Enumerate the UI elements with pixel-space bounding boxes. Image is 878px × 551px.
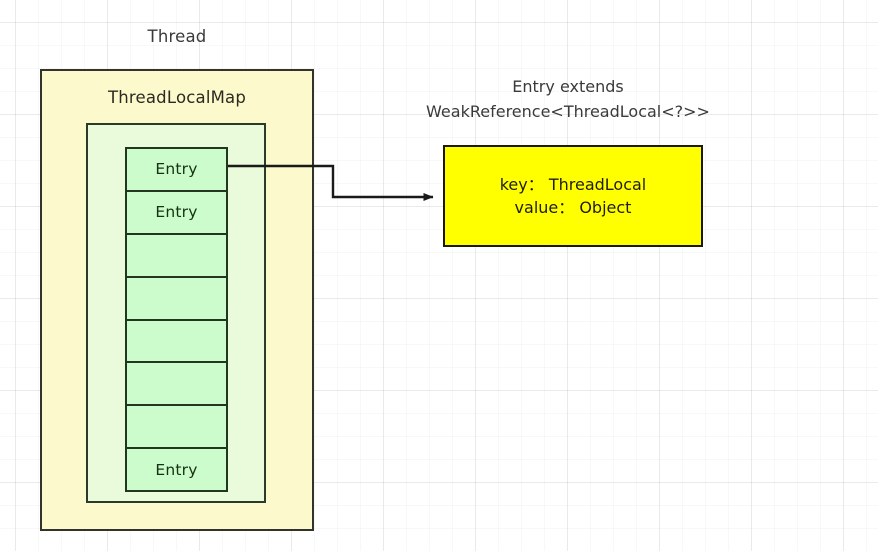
entry-cell-stack: Entry Entry Entry	[125, 147, 228, 492]
entry-detail-box[interactable]: key： ThreadLocal value： Object	[443, 145, 703, 247]
entry-value-line: value： Object	[514, 198, 632, 217]
entry-key-line: key： ThreadLocal	[499, 174, 647, 194]
threadlocalmap-label: ThreadLocalMap	[107, 88, 247, 107]
thread-label: Thread	[147, 27, 207, 46]
entry-cell[interactable]	[125, 232, 228, 278]
entry-cell[interactable]	[125, 404, 228, 450]
entry-caption-line-1: Entry extends	[512, 77, 624, 96]
entry-cell[interactable]: Entry	[125, 447, 228, 492]
entry-cell[interactable]: Entry	[125, 147, 228, 192]
entry-cell[interactable]: Entry	[125, 189, 228, 235]
entry-caption-line-2: WeakReference<ThreadLocal<?>>	[426, 101, 710, 121]
entry-cell[interactable]	[125, 361, 228, 407]
entry-cell[interactable]	[125, 275, 228, 321]
entry-cell[interactable]	[125, 318, 228, 364]
entry-detail-caption: Entry extends WeakReference<ThreadLocal<…	[398, 75, 738, 125]
